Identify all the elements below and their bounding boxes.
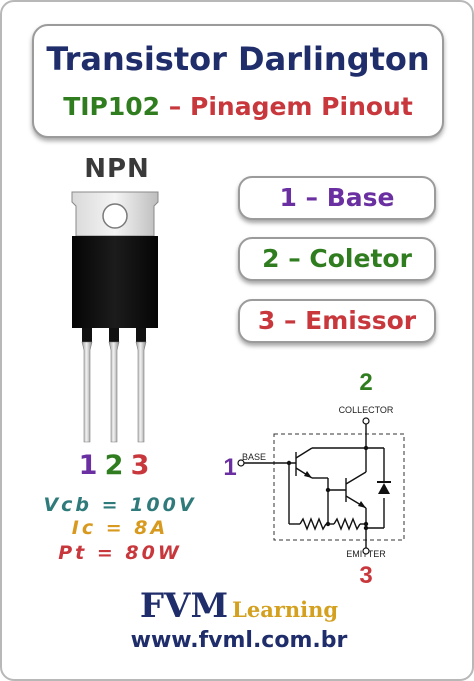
package-outline-dashed <box>273 433 405 541</box>
collector-label: COLLECTOR <box>339 405 394 415</box>
schematic-collector-pin: 2 <box>359 369 372 396</box>
brand-name: FVM <box>139 586 229 626</box>
metal-tab <box>71 191 159 237</box>
page-subtitle: TIP102 – Pinagem Pinout <box>34 92 442 121</box>
spec-vcb: Vcb = 100V <box>43 494 197 516</box>
package-body <box>72 236 158 328</box>
to220-package-illustration <box>71 191 159 443</box>
page-title: Transistor Darlington <box>46 40 430 78</box>
pin-number-2: 2 <box>104 450 124 481</box>
pin-number-3: 3 <box>130 450 150 481</box>
circuit-arrows-and-nodes <box>286 445 391 531</box>
pin-label-base: 1 – Base <box>238 176 436 220</box>
diode-icon <box>378 483 390 494</box>
part-number: TIP102 <box>63 92 161 121</box>
website-url[interactable]: www.fvml.com.br <box>130 628 348 653</box>
terminal-circles <box>237 417 370 555</box>
schematic-base-pin: 1 <box>223 454 236 481</box>
circuit-wires <box>242 422 385 550</box>
pin-label-emitter: 3 – Emissor <box>238 299 436 343</box>
subtitle-dash: – <box>168 92 182 121</box>
title-box: Transistor Darlington TIP102 – Pinagem P… <box>32 24 444 138</box>
base-label: BASE <box>242 452 266 462</box>
spec-ic: Ic = 8A <box>71 517 169 539</box>
lead-1 <box>81 341 93 443</box>
pin-number-1: 1 <box>78 450 98 481</box>
lead-3 <box>135 341 147 443</box>
subtitle-text: Pinagem Pinout <box>190 92 413 121</box>
mounting-hole <box>102 203 128 229</box>
darlington-schematic: 2 COLLECTOR BASE 1 EMITTER 3 <box>223 369 405 589</box>
transistor-type-label: NPN <box>84 154 150 184</box>
spec-pt: Pt = 80W <box>58 542 182 564</box>
schematic-emitter-pin: 3 <box>359 562 372 589</box>
brand-suffix: Learning <box>232 597 339 622</box>
lead-2 <box>108 341 120 443</box>
pin-label-collector: 2 – Coletor <box>238 237 436 281</box>
